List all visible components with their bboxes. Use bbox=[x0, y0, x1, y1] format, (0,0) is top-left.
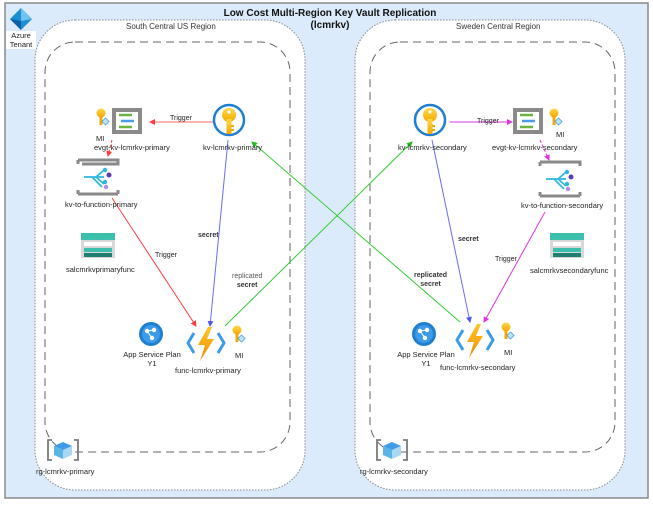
edge-trigger-subscription-to-func-primary bbox=[111, 197, 197, 327]
resource-group-icon-secondary bbox=[376, 439, 408, 461]
app-service-plan-icon-secondary bbox=[412, 322, 436, 346]
label-func-secondary: func-lcmrkv-secondary bbox=[440, 363, 516, 372]
label-evgt-mi-primary: MI bbox=[96, 134, 105, 143]
label-storage-secondary: salcmrkvsecondaryfunc bbox=[530, 266, 609, 275]
function-app-icon-primary bbox=[186, 327, 226, 361]
label-kv-secondary: kv-lcmrkv-secondary bbox=[398, 143, 467, 152]
label-storage-primary: salcmrkvprimaryfunc bbox=[66, 265, 135, 274]
label-evgt-secondary: evgt-kv-lcmrkv-secondary bbox=[492, 143, 578, 152]
managed-identity-icon-evgt-primary bbox=[96, 108, 110, 126]
event-subscription-icon-secondary bbox=[538, 160, 582, 198]
edge-replicated-func-secondary-to-kv-primary bbox=[251, 141, 461, 323]
function-app-icon-secondary bbox=[455, 324, 495, 358]
resource-group-boundary-primary bbox=[44, 41, 291, 453]
edge-evgt-to-subscription-secondary bbox=[539, 139, 550, 161]
label-subscription-primary: kv-to-function-primary bbox=[65, 200, 138, 209]
event-subscription-icon-primary bbox=[76, 158, 120, 196]
edge-label-secret-primary: secret bbox=[198, 232, 219, 239]
edge-label-trigger-sub-func-secondary: Trigger bbox=[495, 256, 517, 263]
edge-trigger-subscription-to-func-secondary bbox=[483, 211, 546, 323]
label-rg-primary: rg-lcmrkv-primary bbox=[36, 467, 95, 476]
label-func-primary: func-lcmrkv-primary bbox=[175, 366, 241, 375]
edge-label-replicated-secondary: replicated secret bbox=[414, 272, 448, 288]
resource-group-icon-primary bbox=[47, 439, 79, 461]
edge-label-trigger-kv-evgt-primary: Trigger bbox=[170, 115, 192, 122]
region-title-secondary: Sweden Central Region bbox=[456, 22, 541, 31]
storage-account-icon-primary bbox=[81, 233, 115, 258]
storage-account-icon-secondary bbox=[550, 233, 584, 258]
label-subscription-secondary: kv-to-function-secondary bbox=[521, 201, 604, 210]
label-func-mi-primary: MI bbox=[235, 351, 244, 360]
edge-replicated-func-primary-to-kv-secondary bbox=[224, 141, 413, 327]
region-boundary-south-central-us bbox=[34, 19, 306, 491]
label-rg-secondary: rg-lcmrkv-secondary bbox=[360, 467, 428, 476]
label-evgt-mi-secondary: MI bbox=[556, 130, 565, 139]
azure-entra-icon bbox=[10, 8, 32, 30]
edge-evgt-to-subscription-primary bbox=[106, 139, 113, 157]
managed-identity-icon-func-primary bbox=[232, 325, 246, 343]
edge-secret-kv-to-func-primary bbox=[207, 139, 229, 327]
app-service-plan-icon-primary bbox=[139, 322, 163, 346]
region-title-primary: South Central US Region bbox=[126, 22, 216, 31]
key-vault-icon-primary bbox=[212, 103, 246, 137]
resource-group-boundary-secondary bbox=[369, 41, 616, 453]
diagram-title-line1: Low Cost Multi-Region Key Vault Replicat… bbox=[223, 8, 437, 19]
event-grid-topic-icon-primary bbox=[112, 108, 142, 134]
diagram-title-line2: (lcmrkv) bbox=[310, 20, 350, 31]
region-boundary-sweden-central bbox=[354, 19, 626, 491]
managed-identity-icon-evgt-secondary bbox=[549, 108, 563, 126]
event-grid-topic-icon-secondary bbox=[513, 108, 543, 134]
edge-label-trigger-kv-evgt-secondary: Trigger bbox=[477, 118, 499, 125]
diagram-title: Low Cost Multi-Region Key Vault Replicat… bbox=[200, 8, 460, 32]
edge-label-trigger-sub-func-primary: Trigger bbox=[155, 252, 177, 259]
edge-label-replicated-primary: replicated secret bbox=[232, 273, 263, 289]
edge-label-secret-secondary: secret bbox=[458, 236, 479, 243]
label-func-mi-secondary: MI bbox=[504, 348, 513, 357]
tenant-label: Azure Tenant bbox=[6, 31, 36, 49]
label-kv-primary: kv-lcmrkv-primary bbox=[203, 143, 263, 152]
label-asp-primary: App Service Plan Y1 bbox=[123, 350, 181, 368]
edge-secret-kv-to-func-secondary bbox=[431, 139, 472, 323]
label-evgt-primary: evgt-kv-lcmrkv-primary bbox=[94, 143, 170, 152]
key-vault-icon-secondary bbox=[413, 103, 447, 137]
label-asp-secondary: App Service Plan Y1 bbox=[397, 350, 455, 368]
managed-identity-icon-func-secondary bbox=[501, 322, 515, 340]
